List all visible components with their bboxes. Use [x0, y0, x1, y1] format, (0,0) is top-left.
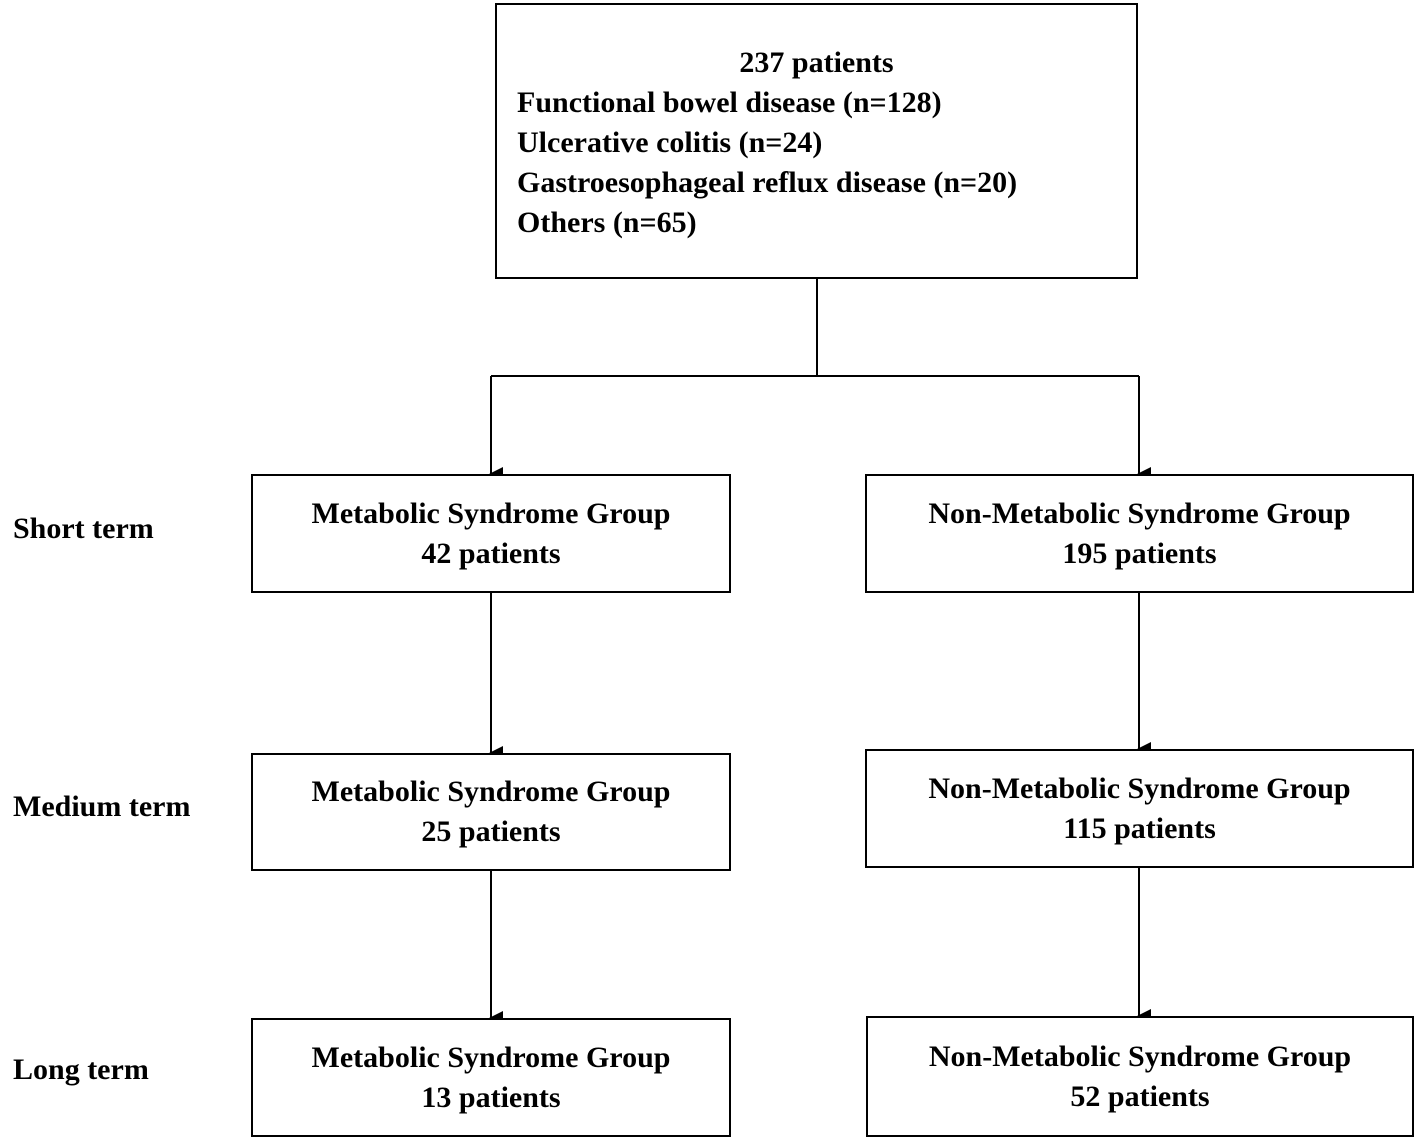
- diagnosis-line: Gastroesophageal reflux disease (n=20): [517, 166, 1018, 199]
- diagnosis-line: Ulcerative colitis (n=24): [517, 126, 823, 159]
- medium-term-metabolic-box: Metabolic Syndrome Group 25 patients: [251, 753, 731, 871]
- row-label-short-term: Short term: [13, 512, 154, 545]
- patient-count: 42 patients: [421, 536, 561, 570]
- group-name: Non-Metabolic Syndrome Group: [928, 1039, 1352, 1073]
- patient-count: 195 patients: [1062, 536, 1217, 570]
- patient-count: 115 patients: [1063, 811, 1216, 845]
- short-term-non-metabolic-box: Non-Metabolic Syndrome Group 195 patient…: [865, 474, 1414, 593]
- long-term-non-metabolic-box: Non-Metabolic Syndrome Group 52 patients: [866, 1016, 1414, 1137]
- patient-count: 52 patients: [1070, 1079, 1210, 1113]
- diagnosis-line: Others (n=65): [517, 206, 697, 239]
- row-label-long-term: Long term: [13, 1053, 149, 1086]
- short-term-metabolic-box: Metabolic Syndrome Group 42 patients: [251, 474, 731, 593]
- total-patients-title: 237 patients: [739, 46, 894, 79]
- row-label-medium-term: Medium term: [13, 790, 191, 823]
- patient-count: 13 patients: [421, 1080, 561, 1114]
- diagnosis-line: Functional bowel disease (n=128): [517, 86, 942, 119]
- group-name: Metabolic Syndrome Group: [311, 1040, 671, 1074]
- group-name: Non-Metabolic Syndrome Group: [928, 771, 1351, 805]
- group-name: Non-Metabolic Syndrome Group: [928, 496, 1351, 530]
- total-patients-box: 237 patients Functional bowel disease (n…: [495, 3, 1138, 279]
- group-name: Metabolic Syndrome Group: [311, 496, 671, 530]
- group-name: Metabolic Syndrome Group: [311, 775, 671, 808]
- long-term-metabolic-box: Metabolic Syndrome Group 13 patients: [251, 1018, 731, 1137]
- medium-term-non-metabolic-box: Non-Metabolic Syndrome Group 115 patient…: [865, 749, 1414, 868]
- patient-count: 25 patients: [421, 815, 561, 848]
